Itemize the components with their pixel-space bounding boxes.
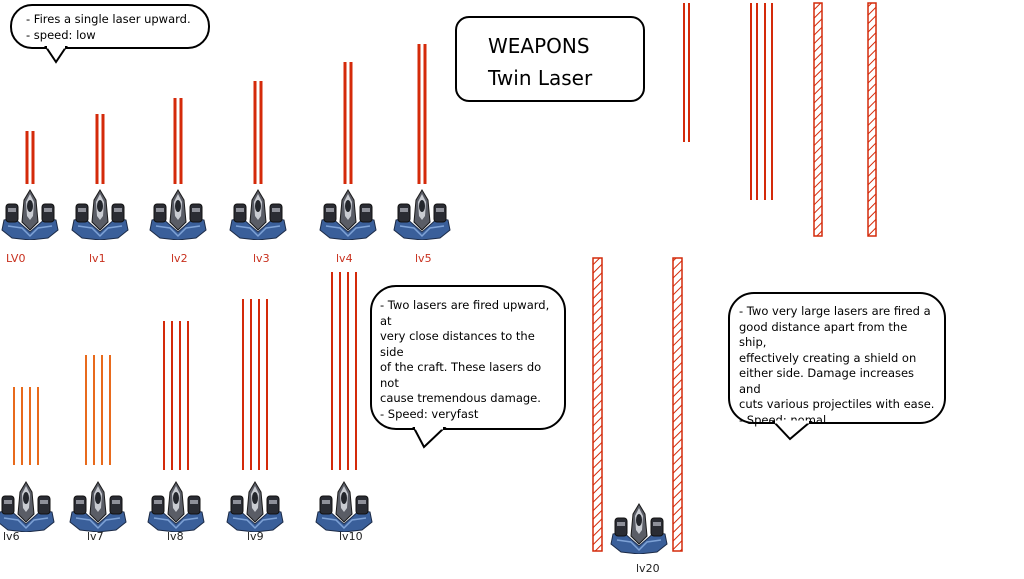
note-middle-text: - Two lasers are fired upward, at very c… [380,298,550,421]
note-top-text: - Fires a single laser upward. - speed: … [26,12,191,42]
ship-lv0 [0,186,60,240]
lasers-row2-red [163,272,357,470]
lasers-top-right [683,3,773,200]
level-label-lv1: lv1 [89,252,106,265]
ship-lv3 [228,186,288,240]
level-label-lv8: lv8 [167,530,184,543]
level-label-lv6: lv6 [3,530,20,543]
hatched-beams [592,2,877,552]
note-bubble-middle-tail [412,426,447,449]
level-label-lv4: lv4 [336,252,353,265]
lasers-row1 [25,44,427,184]
level-label-lv10: lv10 [339,530,363,543]
ship-lv5 [392,186,452,240]
ship-lv6 [0,478,56,532]
level-label-lv2: lv2 [171,252,188,265]
note-bubble-right: - Two very large lasers are fired a good… [728,292,946,427]
level-label-lv9: lv9 [247,530,264,543]
level-label-lv7: lv7 [87,530,104,543]
ship-lv10 [314,478,374,532]
lasers-row2 [13,355,111,465]
note-bubble-top: - Fires a single laser upward. - speed: … [10,4,210,49]
title-box: WEAPONS Twin Laser [455,16,645,102]
ship-lv4 [318,186,378,240]
note-bubble-right-tail [771,420,813,441]
ship-lv8 [146,478,206,532]
ship-lv2 [148,186,208,240]
note-bubble-top-tail [44,45,68,64]
note-bubble-middle: - Two lasers are fired upward, at very c… [370,285,566,430]
title-weapon-name: Twin Laser [488,66,593,90]
level-label-lv3: lv3 [253,252,270,265]
level-label-lv5: lv5 [415,252,432,265]
ship-lv20 [609,500,669,554]
level-label-lv20: lv20 [636,562,660,575]
ship-lv7 [68,478,128,532]
title-weapons: WEAPONS [488,34,590,58]
level-label-lv0: LV0 [6,252,26,265]
ship-lv9 [225,478,285,532]
ship-lv1 [70,186,130,240]
